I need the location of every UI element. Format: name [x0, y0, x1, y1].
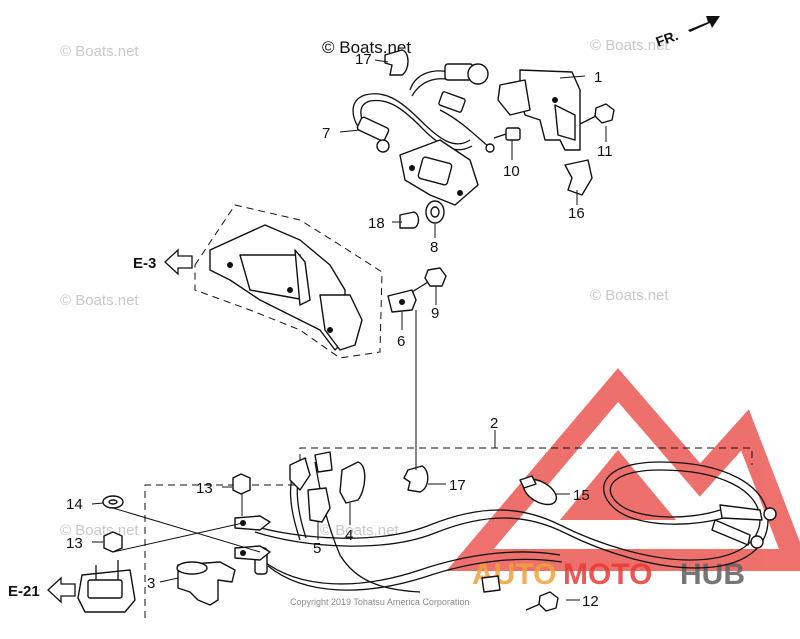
callout-8: 8	[430, 239, 438, 256]
brand-text-moto: MOTO	[563, 558, 652, 591]
watermark-bottom-mid: © Boats.net	[320, 522, 399, 539]
watermark-top-right: © Boats.net	[590, 37, 669, 54]
part-13-nut-lower	[103, 531, 123, 553]
starter-relay	[77, 560, 136, 613]
callout-11: 11	[597, 143, 613, 160]
part-18-grommet	[399, 211, 420, 229]
callout-17-lower: 17	[449, 477, 466, 494]
part-3-relay-cover	[176, 561, 236, 606]
callout-7: 7	[322, 125, 330, 142]
part-2-battery-cables	[249, 451, 777, 593]
front-arrow-icon	[688, 16, 720, 32]
callout-1: 1	[594, 69, 602, 86]
ref-arrow-e3: E-3	[133, 248, 193, 276]
connector-7d-icon	[438, 91, 466, 113]
watermark-mid-right: © Boats.net	[590, 287, 669, 304]
callout-17-upper: 17	[355, 51, 372, 68]
watermark-main: © Boats.net	[322, 38, 411, 57]
part-5-terminal-cover	[307, 487, 331, 523]
part-17-top-clip	[384, 49, 409, 76]
callouts: 1 2 3 4 5 6 7 8 9 10 11 12 13 13 14 15 1…	[66, 51, 613, 610]
part-17-lower-clip	[403, 465, 429, 493]
part-10-bolt	[493, 127, 521, 141]
part-13-nut-upper	[232, 473, 251, 495]
watermark-top-left: © Boats.net	[60, 43, 139, 60]
part-1-bracket	[497, 69, 581, 151]
part-engine-mount-frame	[194, 204, 383, 359]
ref-label-e21: E-21	[8, 583, 40, 600]
callout-5: 5	[313, 540, 321, 557]
connector-7-end-icon	[376, 139, 390, 153]
ref-arrow-e21: E-21	[8, 576, 76, 604]
callout-18: 18	[368, 215, 385, 232]
part-6-stay	[387, 289, 417, 313]
part-11-bolt	[579, 103, 615, 125]
part-8-grommet	[425, 200, 445, 224]
brand-text-hub: HUB	[680, 558, 745, 591]
callout-13-upper: 13	[196, 480, 213, 497]
part-9-bolt	[411, 267, 447, 293]
copyright-notice: Copyright 2019 Tohatsu America Corporati…	[290, 597, 469, 607]
callout-15: 15	[573, 487, 590, 504]
callout-2: 2	[490, 415, 498, 432]
callout-4: 4	[345, 527, 353, 544]
part-4-terminal-cover	[339, 461, 366, 504]
watermark-mid-left: © Boats.net	[60, 292, 139, 309]
leader-lines	[91, 59, 607, 601]
part-12-bolt	[525, 591, 559, 612]
callout-10: 10	[503, 163, 520, 180]
part-15-cable-tie	[519, 475, 558, 506]
callout-16: 16	[568, 205, 585, 222]
arrow-left-icon	[47, 576, 76, 604]
brand-logo-inner-peak-icon	[560, 450, 676, 520]
callout-13-lower: 13	[66, 535, 83, 552]
ref-label-e3: E-3	[133, 255, 156, 272]
callout-6: 6	[397, 333, 405, 350]
arrow-left-icon	[164, 248, 193, 276]
brand-wordmark: AUTO MOTO HUB	[472, 558, 745, 591]
connector-7-icon	[356, 116, 390, 142]
part-7-harness	[352, 63, 495, 206]
front-direction-label: FR.	[654, 27, 681, 50]
cable-terminal-lugs	[234, 515, 271, 561]
connector-7c-icon	[467, 63, 489, 85]
cable-clamp	[481, 575, 501, 593]
front-direction-indicator: FR.	[654, 16, 720, 50]
part-2-assembly-outline	[144, 447, 753, 618]
callout-12: 12	[582, 593, 599, 610]
callout-9: 9	[431, 305, 439, 322]
callout-14: 14	[66, 496, 83, 513]
part-16-clip	[564, 159, 593, 196]
part-14-washer	[102, 495, 124, 509]
callout-3: 3	[147, 575, 155, 592]
